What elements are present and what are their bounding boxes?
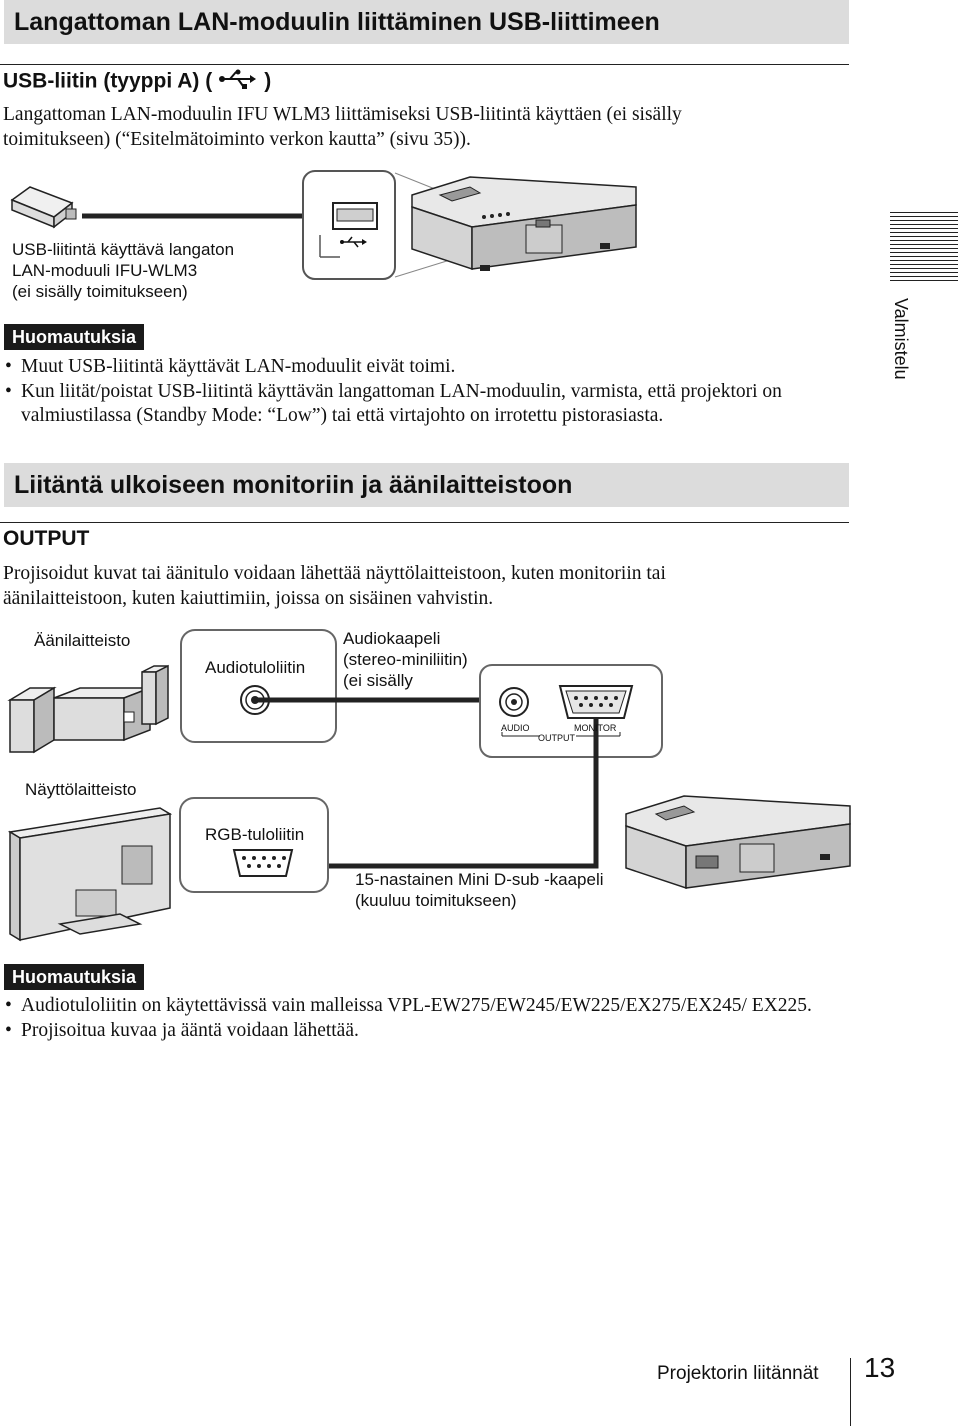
port-label-audio: AUDIO (501, 723, 530, 733)
rgb-cable-label: 15-nastainen Mini D-sub -kaapeli (kuuluu… (355, 869, 604, 911)
usb-port-callout (302, 170, 396, 280)
footer-divider (850, 1358, 851, 1426)
usb-notes-list: Muut USB-liitintä käyttävät LAN-moduulit… (3, 355, 833, 429)
audio-input-callout (180, 629, 337, 743)
side-tab: Valmistelu (885, 298, 915, 398)
usb-subheading-text: USB-liitin (tyyppi A) ( (3, 69, 213, 93)
output-connection-diagram (7, 629, 851, 942)
caption-line: USB-liitintä käyttävä langaton (12, 240, 235, 259)
page-number: 13 (864, 1352, 896, 1383)
projector-illustration-bottom (625, 795, 851, 890)
divider-rule (0, 522, 849, 523)
caption-line: (ei sisälly (343, 671, 413, 690)
notes-label: Huomautuksia (4, 964, 145, 990)
section-title-bar-output: Liitäntä ulkoiseen monitoriin ja äänilai… (4, 463, 849, 507)
caption-line: 15-nastainen Mini D-sub -kaapeli (355, 870, 604, 889)
display-device-label: Näyttölaitteisto (25, 780, 137, 799)
side-tab-decoration (890, 212, 958, 284)
port-label-monitor: MONITOR (574, 723, 617, 733)
caption-line: (kuuluu toimitukseen) (355, 891, 517, 910)
caption-line: Audiokaapeli (343, 629, 441, 648)
output-notes-list: Audiotuloliitin on käytettävissä vain ma… (3, 994, 833, 1043)
list-item: Kun liität/poistat USB-liitintä käyttävä… (3, 380, 833, 429)
divider-rule (0, 64, 849, 65)
audio-input-label: Audiotuloliitin (205, 658, 306, 677)
usb-connection-figure (10, 170, 637, 280)
usb-subheading-suffix: ) (264, 69, 272, 93)
caption-line: (ei sisälly toimitukseen) (12, 282, 188, 301)
usb-body-paragraph: Langattoman LAN-moduulin IFU WLM3 liittä… (3, 102, 843, 152)
list-item: Muut USB-liitintä käyttävät LAN-moduulit… (3, 355, 833, 380)
projector-illustration-top (411, 176, 637, 271)
caption-line: LAN-moduuli IFU-WLM3 (12, 261, 198, 280)
usb-body-line: toimitukseen) (“Esitelmätoiminto verkon … (3, 129, 471, 150)
list-item: Audiotuloliitin on käytettävissä vain ma… (3, 994, 833, 1019)
notes-label: Huomautuksia (4, 324, 145, 350)
usb-module-caption: USB-liitintä käyttävä langaton LAN-moduu… (12, 239, 234, 302)
output-ports-callout (479, 664, 663, 758)
usb-port-symbol-icon (340, 236, 367, 248)
caption-line: (stereo-miniliitin) (343, 650, 468, 669)
section-title-output: Liitäntä ulkoiseen monitoriin ja äänilai… (14, 471, 573, 499)
output-subheading: OUTPUT (3, 527, 90, 550)
rgb-input-label: RGB-tuloliitin (205, 825, 305, 844)
footer-section-name: Projektorin liitännät (657, 1363, 819, 1384)
audio-device-label: Äänilaitteisto (34, 631, 131, 650)
output-body-line: Projisoidut kuvat tai äänitulo voidaan l… (3, 563, 666, 584)
rgb-input-callout (179, 797, 329, 893)
output-body-line: äänilaitteistoon, kuten kaiuttimiin, joi… (3, 588, 494, 609)
output-body-paragraph: Projisoidut kuvat tai äänitulo voidaan l… (3, 561, 843, 611)
usb-subheading: USB-liitin (tyyppi A) ( ) (3, 69, 271, 95)
list-item: Projisoitua kuvaa ja ääntä voidaan lähet… (3, 1019, 833, 1044)
usb-lan-module-illustration (10, 186, 77, 229)
audio-speaker-illustration (7, 664, 169, 754)
section-title-usb: Langattoman LAN-moduulin liittäminen USB… (14, 8, 660, 36)
port-label-output: OUTPUT (538, 733, 575, 743)
usb-body-line: Langattoman LAN-moduulin IFU WLM3 liittä… (3, 104, 682, 125)
monitor-illustration (7, 807, 173, 942)
audio-cable-label: Audiokaapeli (stereo-miniliitin) (ei sis… (343, 628, 468, 691)
section-title-bar-usb: Langattoman LAN-moduulin liittäminen USB… (4, 0, 849, 44)
usb-symbol-icon (218, 69, 258, 95)
side-tab-label: Valmistelu (891, 298, 911, 380)
